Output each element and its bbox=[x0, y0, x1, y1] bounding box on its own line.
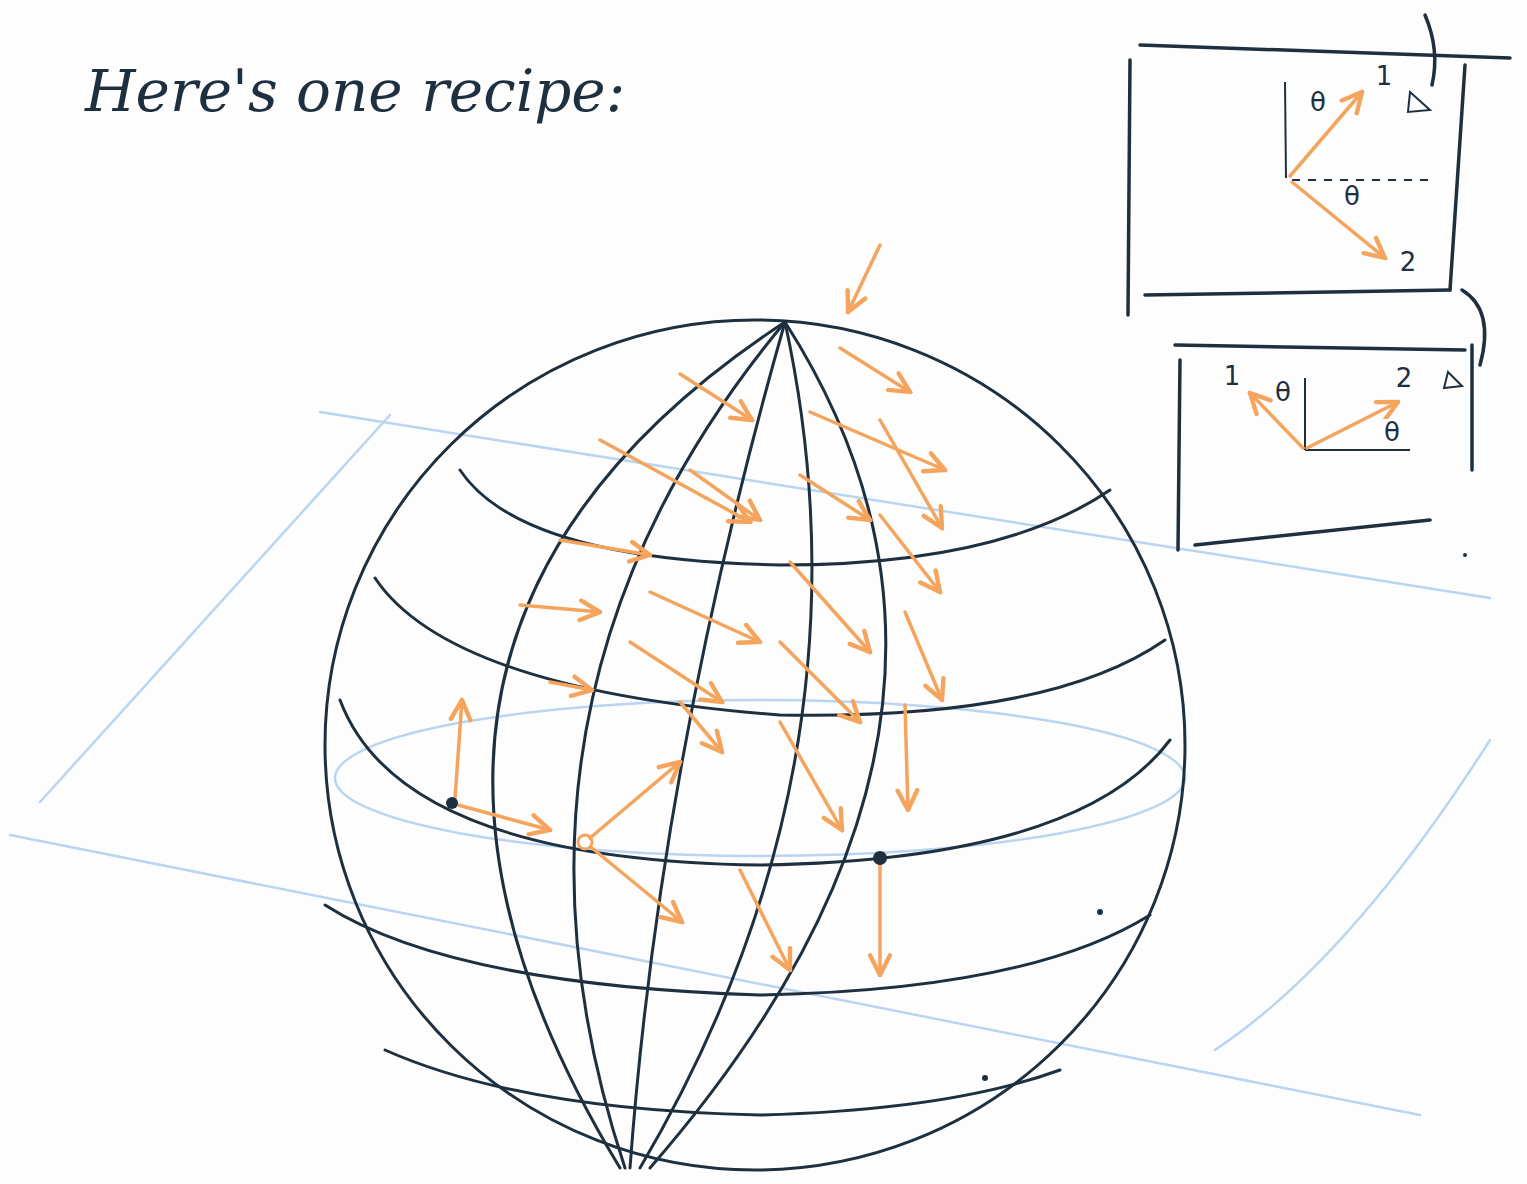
angle-label: θ bbox=[1383, 419, 1401, 445]
callout-number: 2 bbox=[1395, 365, 1414, 391]
inset-axes bbox=[1285, 82, 1462, 450]
angle-label: θ bbox=[1309, 89, 1327, 115]
vector-field bbox=[455, 245, 945, 975]
plane bbox=[10, 412, 1490, 1115]
callout-number: 1 bbox=[1223, 363, 1242, 389]
inset-frame bbox=[1128, 15, 1510, 550]
callout-number: 1 bbox=[1375, 63, 1394, 89]
callout-number: 2 bbox=[1399, 249, 1418, 275]
angle-label: θ bbox=[1343, 183, 1361, 209]
handwritten-title: Here's one recipe: bbox=[85, 62, 625, 120]
sphere bbox=[325, 320, 1185, 1170]
angle-label: θ bbox=[1274, 379, 1292, 405]
points bbox=[446, 553, 1467, 1081]
inset-vectors bbox=[1250, 92, 1398, 448]
